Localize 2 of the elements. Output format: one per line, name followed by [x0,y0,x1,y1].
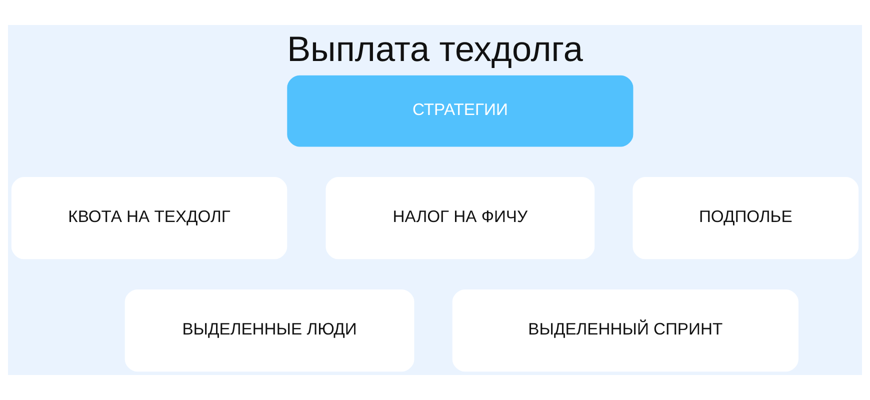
node-box: СТРАТЕГИИ [287,75,634,147]
diagram-title: Выплата техдолга [287,30,583,69]
